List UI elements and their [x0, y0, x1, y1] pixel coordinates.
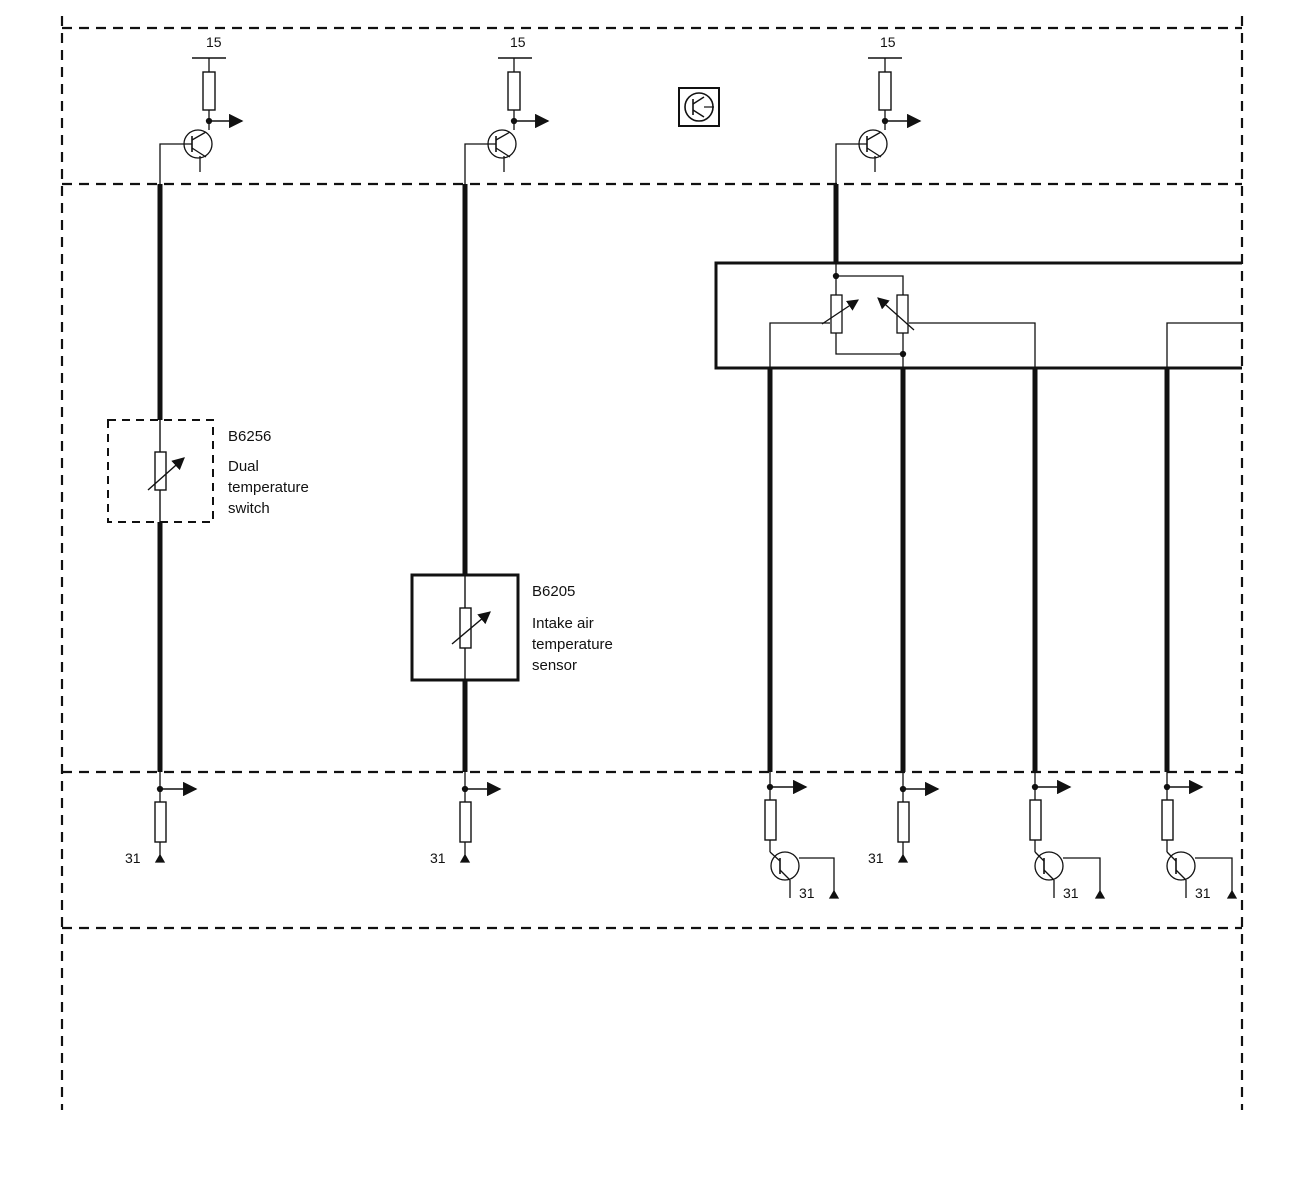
- ground-label-31-3: 31: [799, 885, 815, 901]
- supply-label-15-3: 15: [880, 34, 896, 50]
- supply-label-15-1: 15: [206, 34, 222, 50]
- component-desc-b6256-line2: temperature: [228, 479, 309, 496]
- ground-label-31-1: 31: [125, 850, 141, 866]
- section-borders: [60, 16, 1244, 1110]
- component-code-b6256: B6256: [228, 428, 271, 445]
- component-desc-b6205-line3: sensor: [532, 657, 577, 674]
- ground-circuit-6: [1161, 772, 1238, 899]
- resistor-module-box: [714, 261, 1242, 370]
- component-desc-b6205-line1: Intake air: [532, 615, 594, 632]
- ground-label-31-4: 31: [868, 850, 884, 866]
- dual-temperature-switch: [107, 419, 214, 523]
- component-desc-b6205-line2: temperature: [532, 636, 613, 653]
- ground-circuit-1: [154, 772, 198, 863]
- ground-label-31-2: 31: [430, 850, 446, 866]
- intake-air-temperature-sensor: [410, 573, 520, 682]
- harness-wires: [157, 184, 1170, 772]
- ground-circuit-4: [897, 772, 940, 863]
- component-desc-b6256-line1: Dual: [228, 458, 259, 475]
- supply-circuit-1: [159, 57, 244, 184]
- supply-label-15-2: 15: [510, 34, 526, 50]
- ground-label-31-6: 31: [1195, 885, 1211, 901]
- ground-circuit-2: [459, 772, 502, 863]
- ground-circuit-5: [1029, 772, 1106, 899]
- ground-circuit-3: [764, 772, 840, 899]
- component-desc-b6256-line3: switch: [228, 500, 270, 517]
- ground-label-31-5: 31: [1063, 885, 1079, 901]
- supply-circuit-2: [464, 57, 550, 184]
- supply-circuit-3: [835, 57, 922, 184]
- control-unit-symbol-icon: [678, 87, 720, 127]
- component-code-b6205: B6205: [532, 583, 575, 600]
